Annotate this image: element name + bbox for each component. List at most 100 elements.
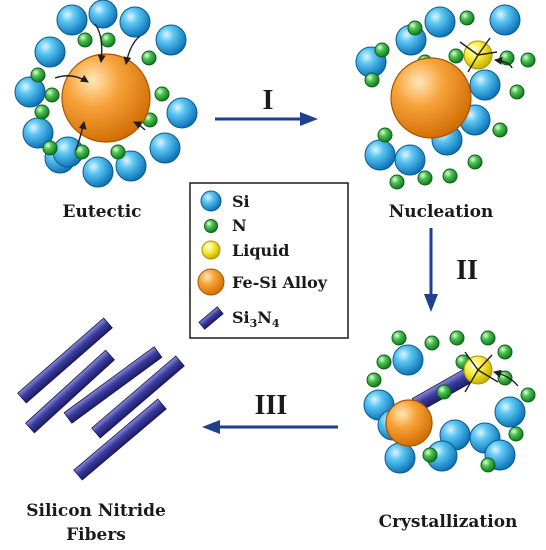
n-atom — [141, 50, 157, 66]
n-atom — [480, 457, 496, 473]
diffusion-arrow — [75, 121, 87, 151]
n-atom — [42, 140, 58, 156]
si-atom — [149, 132, 181, 164]
crystallization-cluster — [363, 330, 536, 474]
diffusion-arrow — [54, 74, 89, 83]
si3n4-fiber-body — [25, 349, 115, 434]
n-atom — [154, 86, 170, 102]
eutectic-cluster — [14, 0, 198, 188]
n-atom — [407, 20, 423, 36]
si-atom — [88, 0, 118, 29]
si-atom — [384, 442, 416, 474]
n-atom — [480, 330, 496, 346]
n-atom — [74, 144, 90, 160]
n-atom — [389, 174, 405, 190]
step-label-III: III — [255, 390, 288, 421]
fe-si-alloy-droplet — [61, 53, 151, 143]
bond-line — [459, 41, 479, 56]
si-atom — [56, 4, 88, 36]
bond-line — [464, 351, 479, 371]
n-atom — [391, 330, 407, 346]
nucleation-cluster — [355, 4, 536, 190]
si-atom — [394, 144, 426, 176]
n-atom — [422, 447, 438, 463]
si-atom — [155, 24, 187, 56]
legend-si-swatch — [200, 190, 222, 212]
n-atom — [436, 384, 452, 400]
legend-n-swatch — [204, 219, 218, 233]
n-atom — [34, 104, 50, 120]
silicon-nitride-fibers — [17, 317, 185, 481]
si3n4-fiber-body — [63, 346, 163, 424]
legend: Si N Liquid Fe-Si Alloy Si3N4 — [189, 182, 349, 339]
si3n4-fiber — [91, 355, 185, 439]
bond-line — [464, 369, 479, 393]
label-eutectic: Eutectic — [63, 202, 142, 222]
bond-line — [467, 54, 479, 73]
si-atom — [489, 4, 521, 36]
fe-si-alloy-droplet — [385, 399, 433, 447]
legend-si3n4-label: Si3N4 — [232, 308, 280, 330]
si-atom — [469, 69, 501, 101]
n-atom — [459, 10, 475, 26]
si3n4-fiber — [25, 349, 115, 434]
n-atom — [520, 52, 536, 68]
si3n4-fiber-body — [91, 355, 185, 439]
n-atom — [442, 168, 458, 184]
legend-alloy-label: Fe-Si Alloy — [232, 273, 328, 292]
step-arrow-III — [202, 420, 338, 434]
diffusion-arrow — [494, 56, 513, 69]
n-atom — [110, 144, 126, 160]
si-atom — [392, 344, 424, 376]
diffusion-arrow — [94, 23, 106, 63]
n-atom — [424, 335, 440, 351]
legend-alloy-swatch — [197, 268, 225, 296]
n-atom — [364, 72, 380, 88]
n-atom — [366, 372, 382, 388]
diffusion-arrow — [123, 35, 141, 65]
bond-line — [477, 369, 499, 383]
si-atom — [364, 139, 396, 171]
bond-line — [477, 354, 493, 371]
legend-n-label: N — [232, 216, 247, 235]
si-atom — [166, 97, 198, 129]
n-atom — [520, 387, 536, 403]
step-label-I: I — [263, 85, 274, 116]
n-atom — [492, 122, 508, 138]
n-atom — [449, 330, 465, 346]
bond-line — [477, 51, 498, 56]
step-label-II: II — [456, 255, 478, 286]
n-atom — [448, 48, 464, 64]
n-atom — [467, 154, 483, 170]
label-fibers-line1: Silicon Nitride — [26, 501, 166, 521]
si3n4-fiber — [63, 346, 163, 424]
legend-liquid-swatch — [201, 240, 221, 260]
si-atom — [115, 150, 147, 182]
label-crystallization: Crystallization — [379, 512, 518, 532]
bond-line — [477, 37, 491, 56]
si3n4-fiber — [17, 317, 113, 404]
n-atom — [77, 32, 93, 48]
diffusion-arrow — [133, 121, 146, 131]
n-atom — [508, 426, 524, 442]
step-arrow-I — [215, 112, 318, 126]
diffusion-arrow — [493, 369, 519, 387]
si-atom — [424, 6, 456, 38]
si-atom — [119, 6, 151, 38]
n-atom — [44, 87, 60, 103]
legend-liquid-label: Liquid — [232, 241, 289, 260]
si-atom — [34, 36, 66, 68]
si-atom — [14, 76, 46, 108]
label-fibers-line2: Fibers — [66, 525, 126, 545]
si-atom — [494, 396, 526, 428]
n-atom — [374, 42, 390, 58]
n-atom — [377, 127, 393, 143]
n-atom — [100, 32, 116, 48]
legend-si-label: Si — [232, 192, 250, 211]
si3n4-fiber-body — [17, 317, 113, 404]
si-atom — [82, 156, 114, 188]
n-atom — [417, 170, 433, 186]
si3n4-fiber — [73, 398, 167, 481]
